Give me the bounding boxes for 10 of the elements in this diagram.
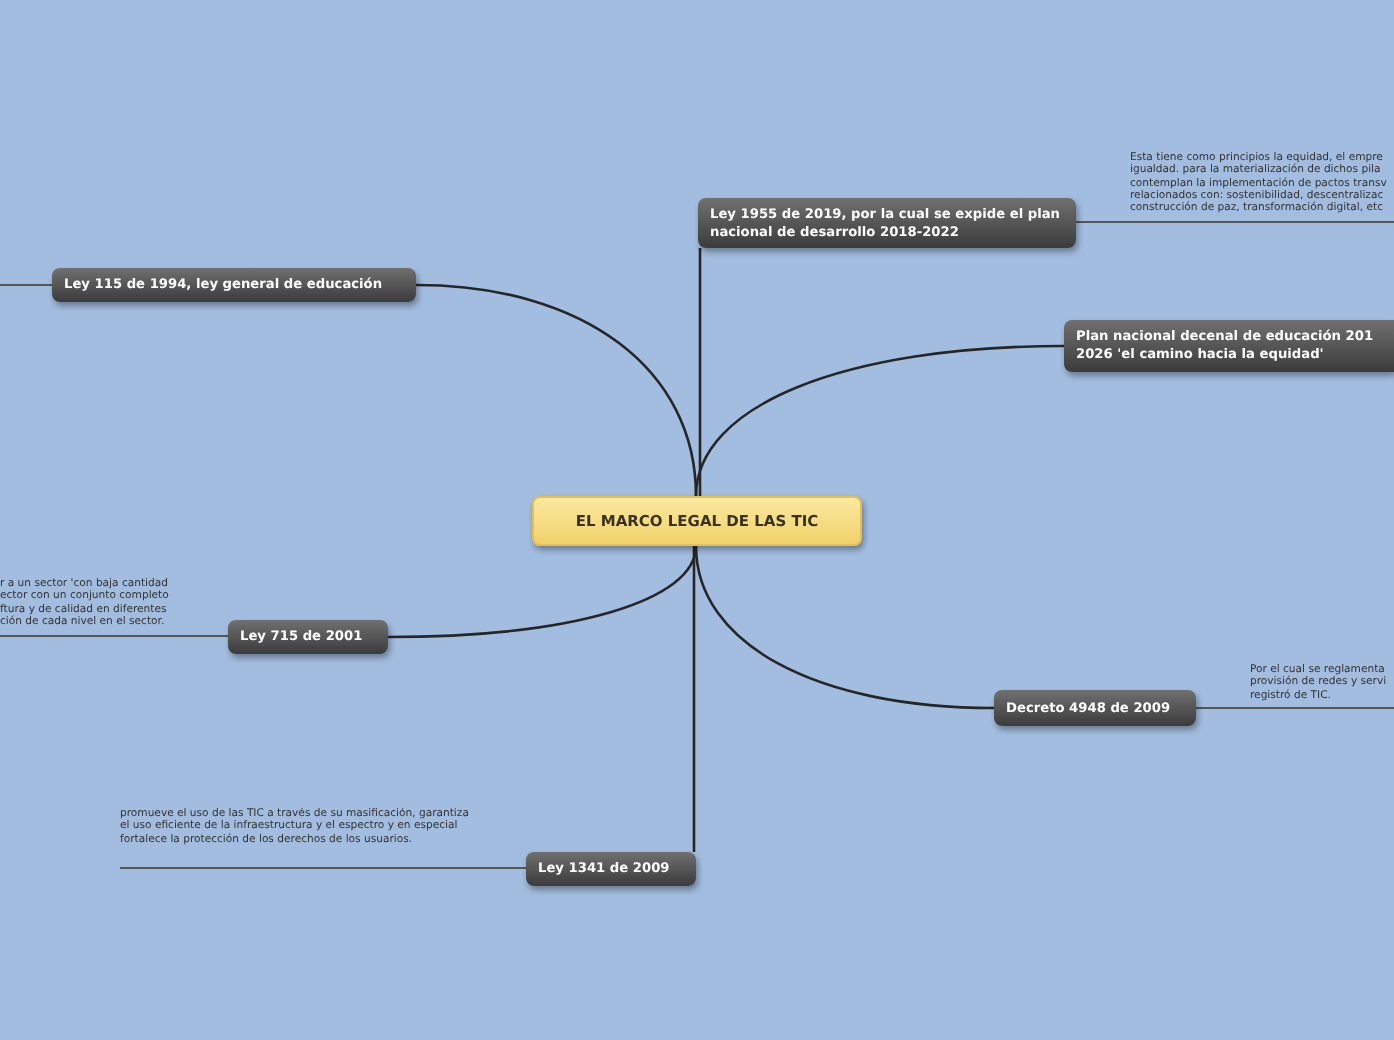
connector-line [387,545,698,639]
connector-line [119,867,527,869]
connector-line [0,635,229,637]
connector-line [692,546,696,852]
connector-line [415,283,698,497]
connector-line [694,344,1065,497]
connector-line [0,284,53,286]
connector-line [1075,221,1394,223]
connector-line [698,248,702,496]
connector-line [1195,707,1394,709]
